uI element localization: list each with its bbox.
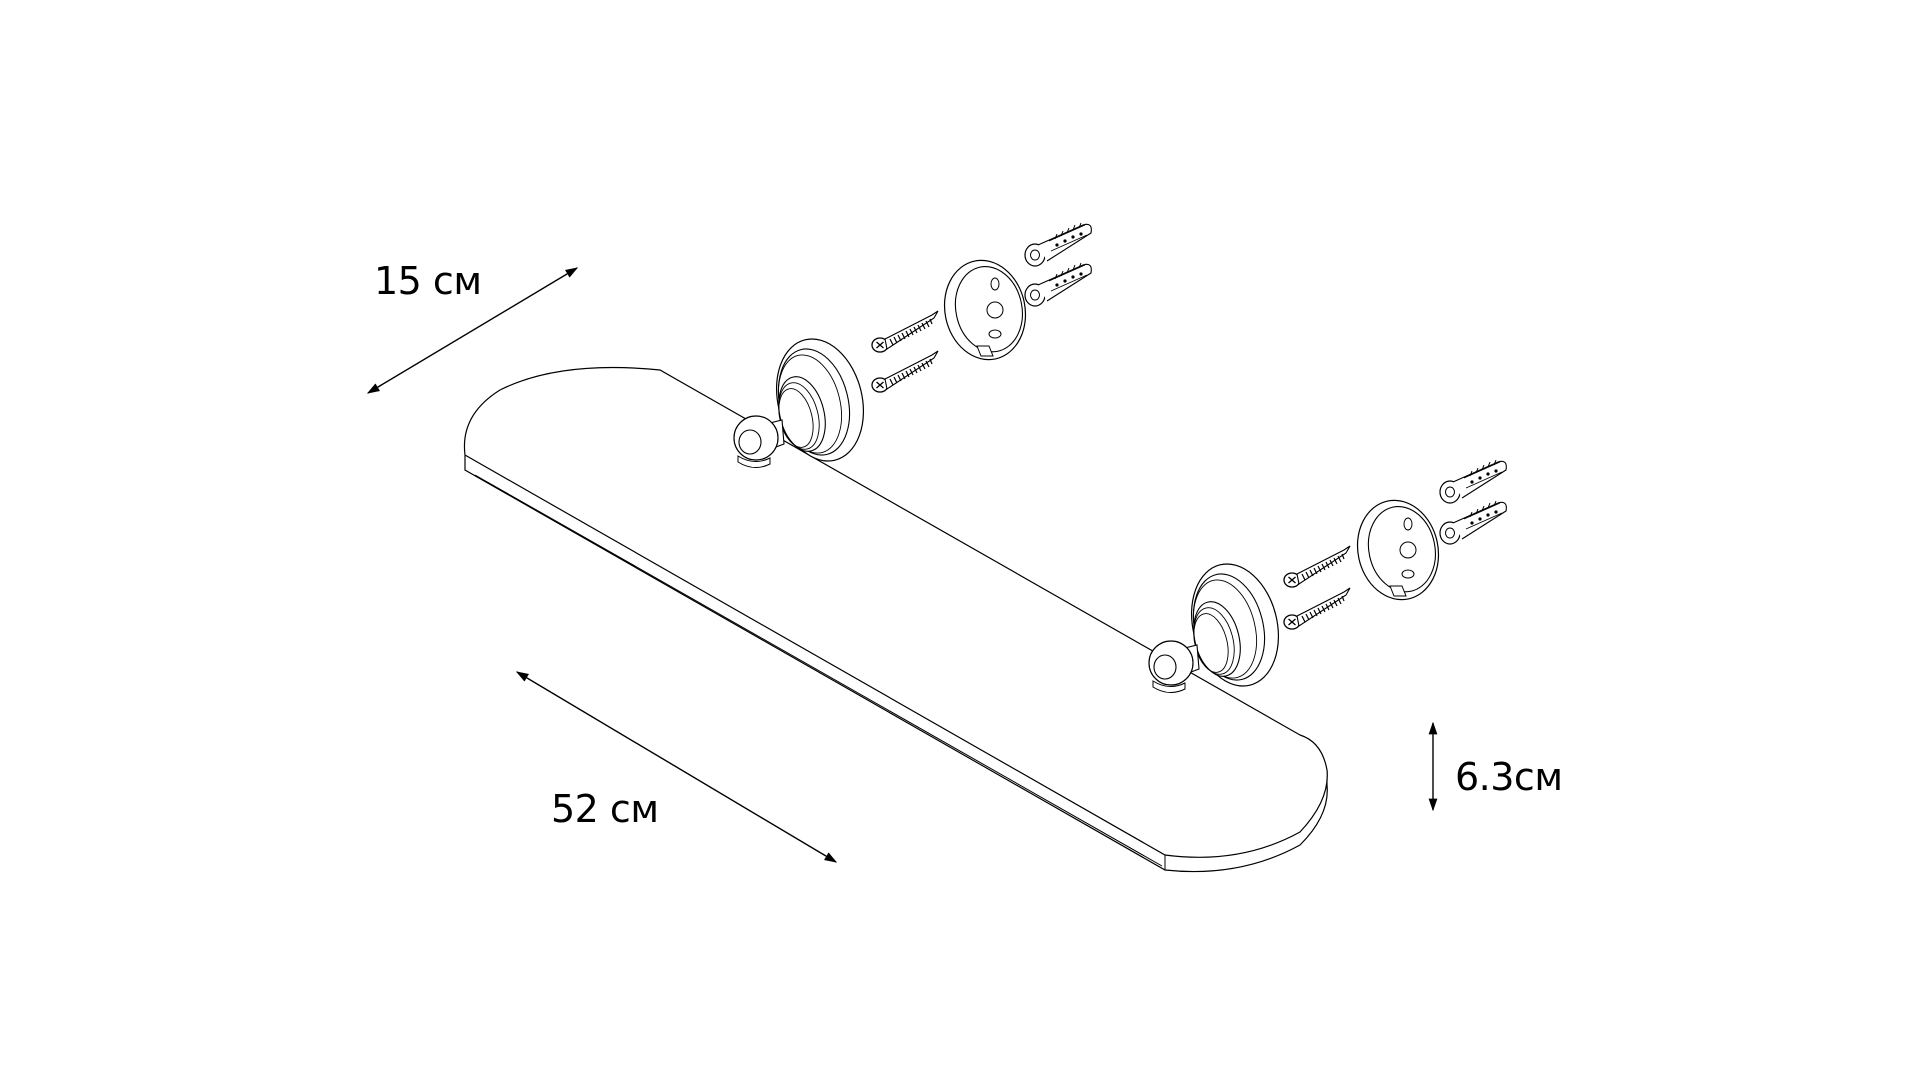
depth-dimension-label: 15 см: [374, 259, 482, 303]
bracket-left: [733, 329, 877, 471]
length-dimension-label: 52 см: [551, 787, 659, 831]
screw-icon: [871, 350, 939, 393]
depth-dimension-arrow: [366, 267, 579, 394]
mount-plate-icon: [934, 252, 1036, 368]
wall-plug-icon: [1439, 500, 1507, 545]
bracket-right: [1148, 554, 1292, 696]
screw-icon: [871, 310, 939, 353]
screw-icon: [1283, 587, 1351, 630]
wall-plug-icon: [1439, 459, 1507, 504]
screw-icon: [1283, 545, 1351, 588]
length-dimension-arrow: [515, 671, 838, 863]
height-dimension-label: 6.3см: [1455, 755, 1563, 799]
mount-plate-icon: [1347, 492, 1449, 608]
wall-plug-icon: [1024, 222, 1092, 267]
wall-plug-icon: [1024, 262, 1092, 307]
